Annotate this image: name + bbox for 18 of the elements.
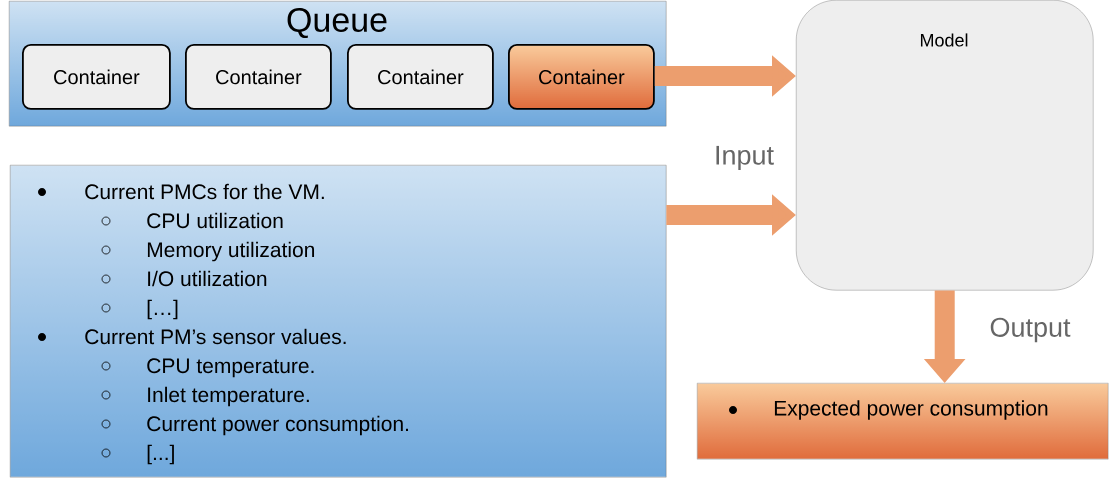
container-box: Container [347,44,494,110]
list-item: CPU temperature. [147,358,314,378]
model-box: Model [796,0,1094,291]
list-item: Expected power consumption [774,400,1048,420]
list-item: [...] [147,444,174,465]
container-box: Container [185,44,332,110]
list-item: I/O utilization [148,270,267,287]
container-box: Container [22,44,171,110]
arrow-label: Input [716,145,774,171]
list-item: Current PMCs for the VM. [85,183,324,200]
list-item: CPU utilization [147,212,283,229]
arrow-label: Output [990,317,1071,343]
list-item: Memory utilization [147,241,314,262]
list-item: Inlet temperature. [148,386,309,407]
container-box: Container [508,44,655,110]
list-item: […] [147,299,178,320]
list-item: Current power consumption. [147,415,408,436]
list-item: Current PM’s sensor values. [85,328,346,345]
